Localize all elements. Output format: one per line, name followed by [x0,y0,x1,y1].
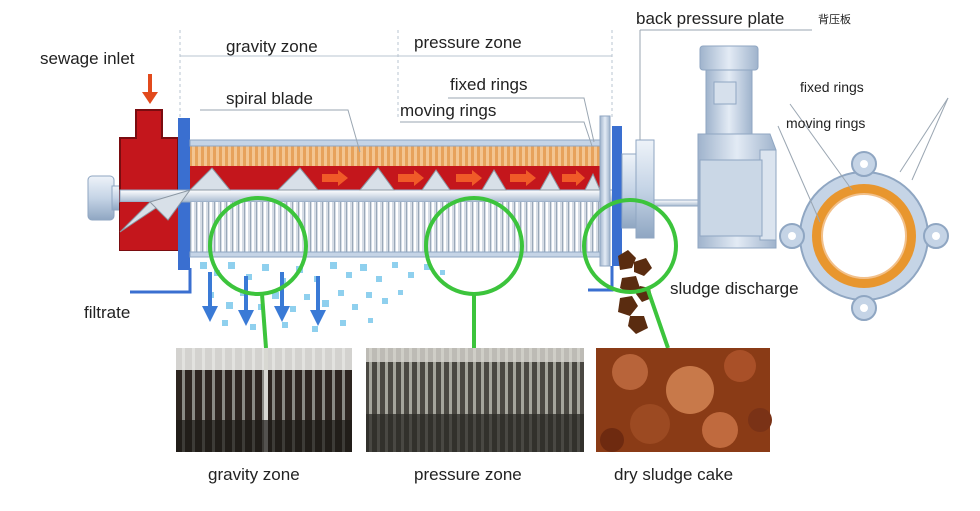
back-pressure-plate [621,29,812,239]
caption-pressure-zone: pressure zone [414,465,522,484]
spiral-blade-label: spiral blade [226,89,313,108]
sludge-chamber [190,166,602,190]
zone-circles [208,196,678,349]
ring-cross-section [777,97,949,321]
spiral-blades [119,167,601,233]
pressure-zone-header-label: pressure zone [414,33,522,52]
moving-rings-lower [190,202,602,254]
inlet-arrow [142,74,158,104]
moving-rings-label: moving rings [400,101,497,120]
caption-dry-sludge-cake: dry sludge cake [614,465,734,484]
frame-bracket-left [130,268,192,294]
filtrate-droplets [200,262,445,332]
leader-lines [200,97,595,153]
ring-fixed-rings-label: fixed rings [800,79,864,95]
screw-shaft [119,189,621,203]
gravity-zone-header-label: gravity zone [226,37,318,56]
ring-moving-rings-label: moving rings [786,115,866,131]
back-pressure-plate-cn-label: 背压板 [818,13,851,26]
right-flange [599,115,611,267]
caption-gravity-zone: gravity zone [208,465,300,484]
photo-gravity-zone [176,348,352,452]
sewage-inlet-label: sewage inlet [40,49,135,68]
photo-pressure-zone [366,348,584,452]
flow-arrows [322,170,585,186]
zone-divider-lines [179,30,613,120]
drive-motor [697,45,777,249]
sludge-discharge-label: sludge discharge [670,279,799,298]
filtrate-label: filtrate [84,303,131,322]
back-pressure-plate-label: back pressure plate [636,9,785,28]
fixed-rings-upper [190,146,602,166]
left-end-cap [87,175,125,221]
fixed-rings-label: fixed rings [450,75,528,94]
photo-dry-sludge-cake [596,348,772,452]
